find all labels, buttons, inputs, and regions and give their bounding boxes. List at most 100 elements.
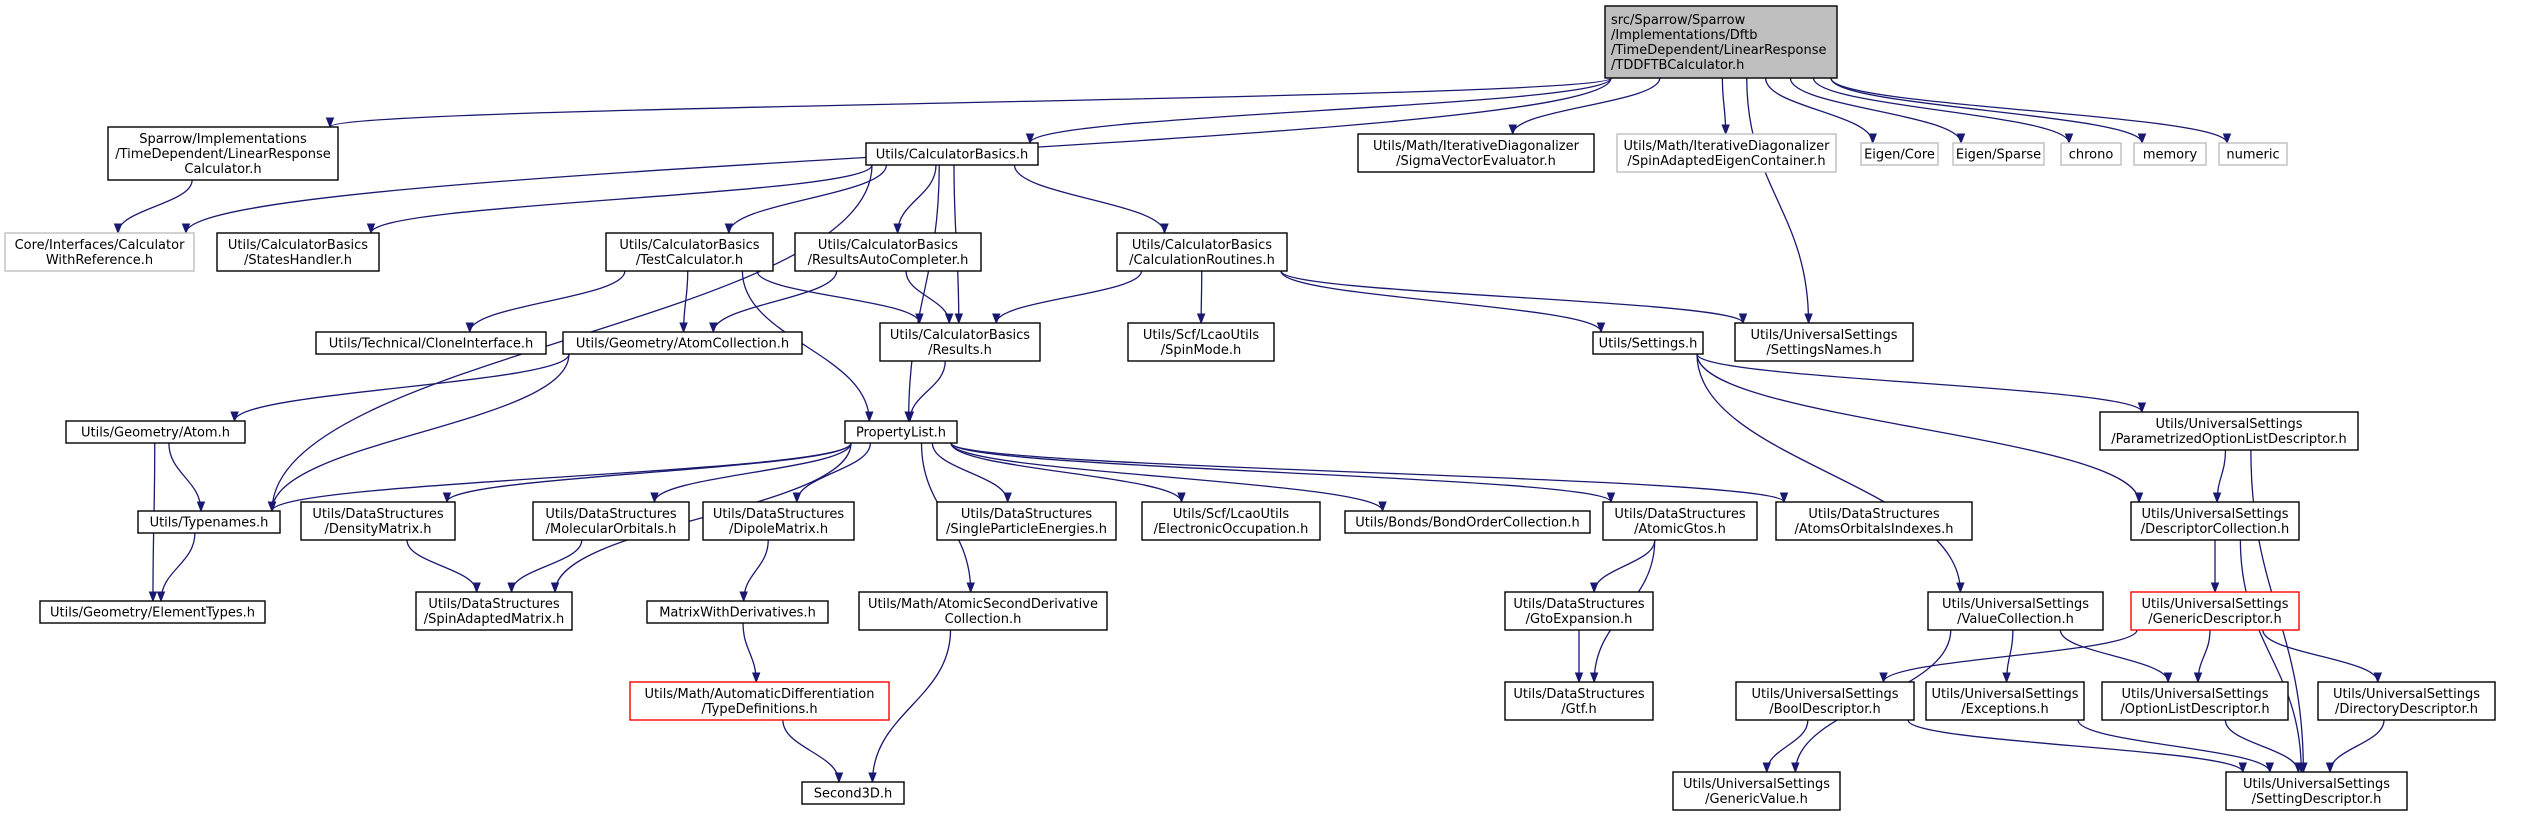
node-box xyxy=(300,501,456,541)
node-lrcalc[interactable]: Sparrow/Implementations/TimeDependent/Li… xyxy=(107,126,339,181)
edge-resultsauto-to-results xyxy=(905,270,954,325)
node-genericvalue[interactable]: Utils/UniversalSettings/GenericValue.h xyxy=(1672,771,1841,811)
edge-exceptions-to-settingdesc xyxy=(2077,719,2275,774)
edge-arrowhead xyxy=(792,492,802,504)
node-box xyxy=(2317,681,2496,721)
node-clone[interactable]: Utils/Technical/CloneInterface.h xyxy=(315,331,547,355)
edge-valuecoll-to-optionlist xyxy=(2059,629,2173,684)
node-exceptions[interactable]: Utils/UniversalSettings/Exceptions.h xyxy=(1925,681,2085,721)
node-settingdesc[interactable]: Utils/UniversalSettings/SettingDescripto… xyxy=(2225,771,2408,811)
edge-calcroutines-to-settingsnames xyxy=(1280,270,1748,325)
edge-lrcalc-to-calcwithref xyxy=(113,179,193,235)
node-label-line: /CalculationRoutines.h xyxy=(1129,253,1275,268)
node-label-line: Utils/DataStructures xyxy=(1513,597,1645,612)
node-molorbitals[interactable]: Utils/DataStructures/MolecularOrbitals.h xyxy=(532,501,690,541)
node-settings[interactable]: Utils/Settings.h xyxy=(1592,331,1704,355)
edge-arrowhead xyxy=(1025,133,1035,145)
edge-resultsauto-to-atomcoll xyxy=(709,270,838,334)
edge-line xyxy=(1696,353,2143,413)
node-calcroutines[interactable]: Utils/CalculatorBasics/CalculationRoutin… xyxy=(1116,232,1288,272)
edge-arrowhead xyxy=(2212,492,2222,504)
edge-line xyxy=(2239,539,2302,773)
node-dipolematrix[interactable]: Utils/DataStructures/DipoleMatrix.h xyxy=(702,501,855,541)
node-autodiff[interactable]: Utils/Math/AutomaticDifferentiation/Type… xyxy=(629,681,890,721)
node-descriptorcoll[interactable]: Utils/UniversalSettings/DescriptorCollec… xyxy=(2130,501,2300,541)
edge-proplist-to-typenames xyxy=(267,442,852,513)
edge-line xyxy=(168,442,202,512)
node-gtf[interactable]: Utils/DataStructures/Gtf.h xyxy=(1504,681,1654,721)
node-elementtypes[interactable]: Utils/Geometry/ElementTypes.h xyxy=(39,600,266,624)
node-calcwithref[interactable]: Core/Interfaces/CalculatorWithReference.… xyxy=(4,232,195,272)
node-valuecoll[interactable]: Utils/UniversalSettings/ValueCollection.… xyxy=(1927,591,2104,631)
node-chrono[interactable]: chrono xyxy=(2060,142,2122,166)
edge-line xyxy=(1882,629,2138,683)
node-directorydesc[interactable]: Utils/UniversalSettings/DirectoryDescrip… xyxy=(2317,681,2496,721)
edge-line xyxy=(1812,77,2070,144)
node-eigensparse[interactable]: Eigen/Sparse xyxy=(1952,142,2045,166)
edge-arrowhead xyxy=(2064,133,2074,145)
edge-arrowhead xyxy=(1596,322,1606,334)
node-spinadaptedeigen[interactable]: Utils/Math/IterativeDiagonalizer/SpinAda… xyxy=(1616,133,1837,173)
node-atomsorbitals[interactable]: Utils/DataStructures/AtomsOrbitalsIndexe… xyxy=(1775,501,1973,541)
node-atomicgtos[interactable]: Utils/DataStructures/AtomicGtos.h xyxy=(1602,501,1758,541)
node-bondorder[interactable]: Utils/Bonds/BondOrderCollection.h xyxy=(1344,510,1591,534)
node-box xyxy=(702,501,855,541)
edge-line xyxy=(1029,77,1612,144)
node-proplist[interactable]: PropertyList.h xyxy=(844,420,958,444)
edge-line xyxy=(329,77,1612,128)
edge-arrowhead xyxy=(442,492,452,504)
node-booldesc[interactable]: Utils/UniversalSettings/BoolDescriptor.h xyxy=(1735,681,1915,721)
edge-line xyxy=(1512,77,1661,135)
node-spinadaptedmatrix[interactable]: Utils/DataStructures/SpinAdaptedMatrix.h xyxy=(415,591,573,631)
node-label-line: /StatesHandler.h xyxy=(244,253,352,268)
edge-arrowhead xyxy=(2265,762,2275,774)
node-genericdesc[interactable]: Utils/UniversalSettings/GenericDescripto… xyxy=(2130,591,2300,631)
node-box xyxy=(646,600,829,624)
edge-line xyxy=(908,164,940,422)
edge-line xyxy=(271,353,570,512)
node-electronicocc[interactable]: Utils/Scf/LcaoUtils/ElectronicOccupation… xyxy=(1141,501,1321,541)
node-eigencore[interactable]: Eigen/Core xyxy=(1860,142,1939,166)
node-atom[interactable]: Utils/Geometry/Atom.h xyxy=(65,420,246,444)
node-settingsnames[interactable]: Utils/UniversalSettings/SettingsNames.h xyxy=(1734,322,1914,362)
node-box xyxy=(2130,591,2300,631)
node-numeric[interactable]: numeric xyxy=(2218,142,2288,166)
edge-calcroutines-to-spinmode xyxy=(1196,270,1206,325)
node-matrixderiv[interactable]: MatrixWithDerivatives.h xyxy=(646,600,829,624)
node-box xyxy=(1616,133,1837,173)
edge-line xyxy=(370,164,873,234)
node-root[interactable]: src/Sparrow/Sparrow/Implementations/Dftb… xyxy=(1604,5,1838,79)
node-optionlist[interactable]: Utils/UniversalSettings/OptionListDescri… xyxy=(2101,681,2289,721)
node-label-line: /OptionListDescriptor.h xyxy=(2120,702,2269,717)
node-sigma[interactable]: Utils/Math/IterativeDiagonalizer/SigmaVe… xyxy=(1357,133,1595,173)
node-label-line: MatrixWithDerivatives.h xyxy=(659,606,816,621)
edge-root-to-chrono xyxy=(1812,77,2074,145)
node-box xyxy=(1604,5,1838,79)
node-spinmode[interactable]: Utils/Scf/LcaoUtils/SpinMode.h xyxy=(1127,322,1275,362)
edge-arrowhead xyxy=(1791,762,1800,774)
node-testcalc[interactable]: Utils/CalculatorBasics/TestCalculator.h xyxy=(605,232,774,272)
node-stateshandler[interactable]: Utils/CalculatorBasics/StatesHandler.h xyxy=(216,232,380,272)
node-calcbasics[interactable]: Utils/CalculatorBasics.h xyxy=(865,142,1039,166)
node-box xyxy=(858,591,1108,631)
node-box xyxy=(1127,322,1275,362)
edge-line xyxy=(1766,719,1809,773)
node-densitymatrix[interactable]: Utils/DataStructures/DensityMatrix.h xyxy=(300,501,456,541)
node-singleparticle[interactable]: Utils/DataStructures/SingleParticleEnerg… xyxy=(936,501,1117,541)
node-results[interactable]: Utils/CalculatorBasics/Results.h xyxy=(879,322,1041,362)
edge-line xyxy=(728,164,888,234)
edge-arrowhead xyxy=(1956,582,1965,594)
node-second3d[interactable]: Second3D.h xyxy=(801,781,905,805)
node-paramoption[interactable]: Utils/UniversalSettings/ParametrizedOpti… xyxy=(2099,411,2359,451)
node-gtoexpansion[interactable]: Utils/DataStructures/GtoExpansion.h xyxy=(1504,591,1654,631)
node-label-line: Utils/Math/AtomicSecondDerivative xyxy=(868,597,1098,612)
node-atomicsecond[interactable]: Utils/Math/AtomicSecondDerivativeCollect… xyxy=(858,591,1108,631)
node-label-line: /DensityMatrix.h xyxy=(324,522,431,537)
node-resultsauto[interactable]: Utils/CalculatorBasics/ResultsAutoComple… xyxy=(794,232,982,272)
node-label-line: /TypeDefinitions.h xyxy=(701,702,817,717)
node-memory[interactable]: memory xyxy=(2133,142,2207,166)
node-atomcoll[interactable]: Utils/Geometry/AtomCollection.h xyxy=(562,331,803,355)
edge-booldesc-to-settingdesc xyxy=(1907,719,2248,774)
edge-line xyxy=(1907,719,2244,773)
node-typenames[interactable]: Utils/Typenames.h xyxy=(137,510,281,534)
